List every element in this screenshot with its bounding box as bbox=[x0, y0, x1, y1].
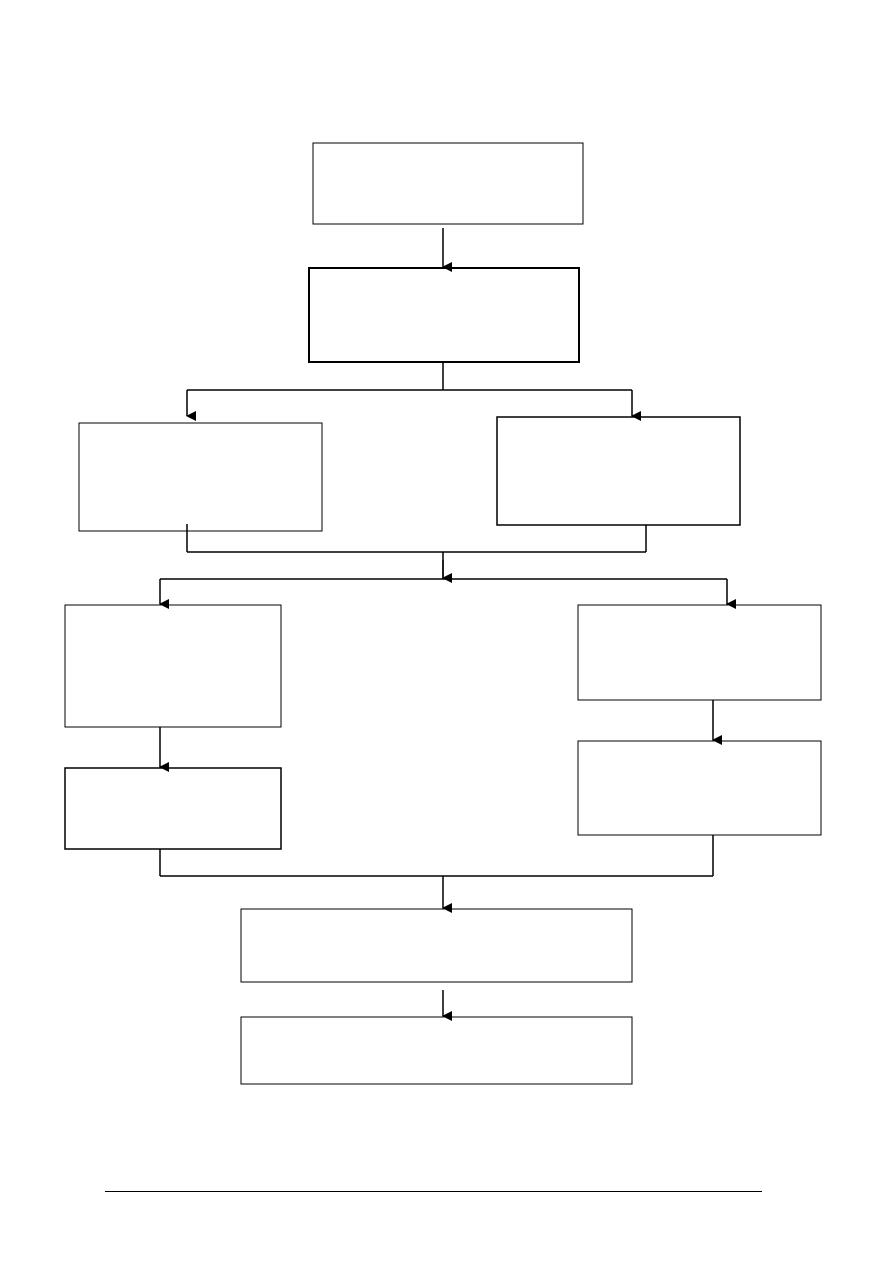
right-lower-box-1 bbox=[577, 604, 822, 701]
merge-box bbox=[240, 908, 633, 983]
left-branch-box bbox=[78, 422, 323, 532]
final-box bbox=[240, 1016, 633, 1085]
left-lower-box-1 bbox=[64, 604, 282, 728]
left-lower-box-2 bbox=[64, 767, 282, 850]
second-box bbox=[308, 267, 580, 363]
right-lower-box-2 bbox=[577, 740, 822, 836]
right-branch-box bbox=[496, 416, 741, 526]
footer-rule bbox=[105, 1191, 762, 1192]
start-box bbox=[312, 142, 584, 225]
